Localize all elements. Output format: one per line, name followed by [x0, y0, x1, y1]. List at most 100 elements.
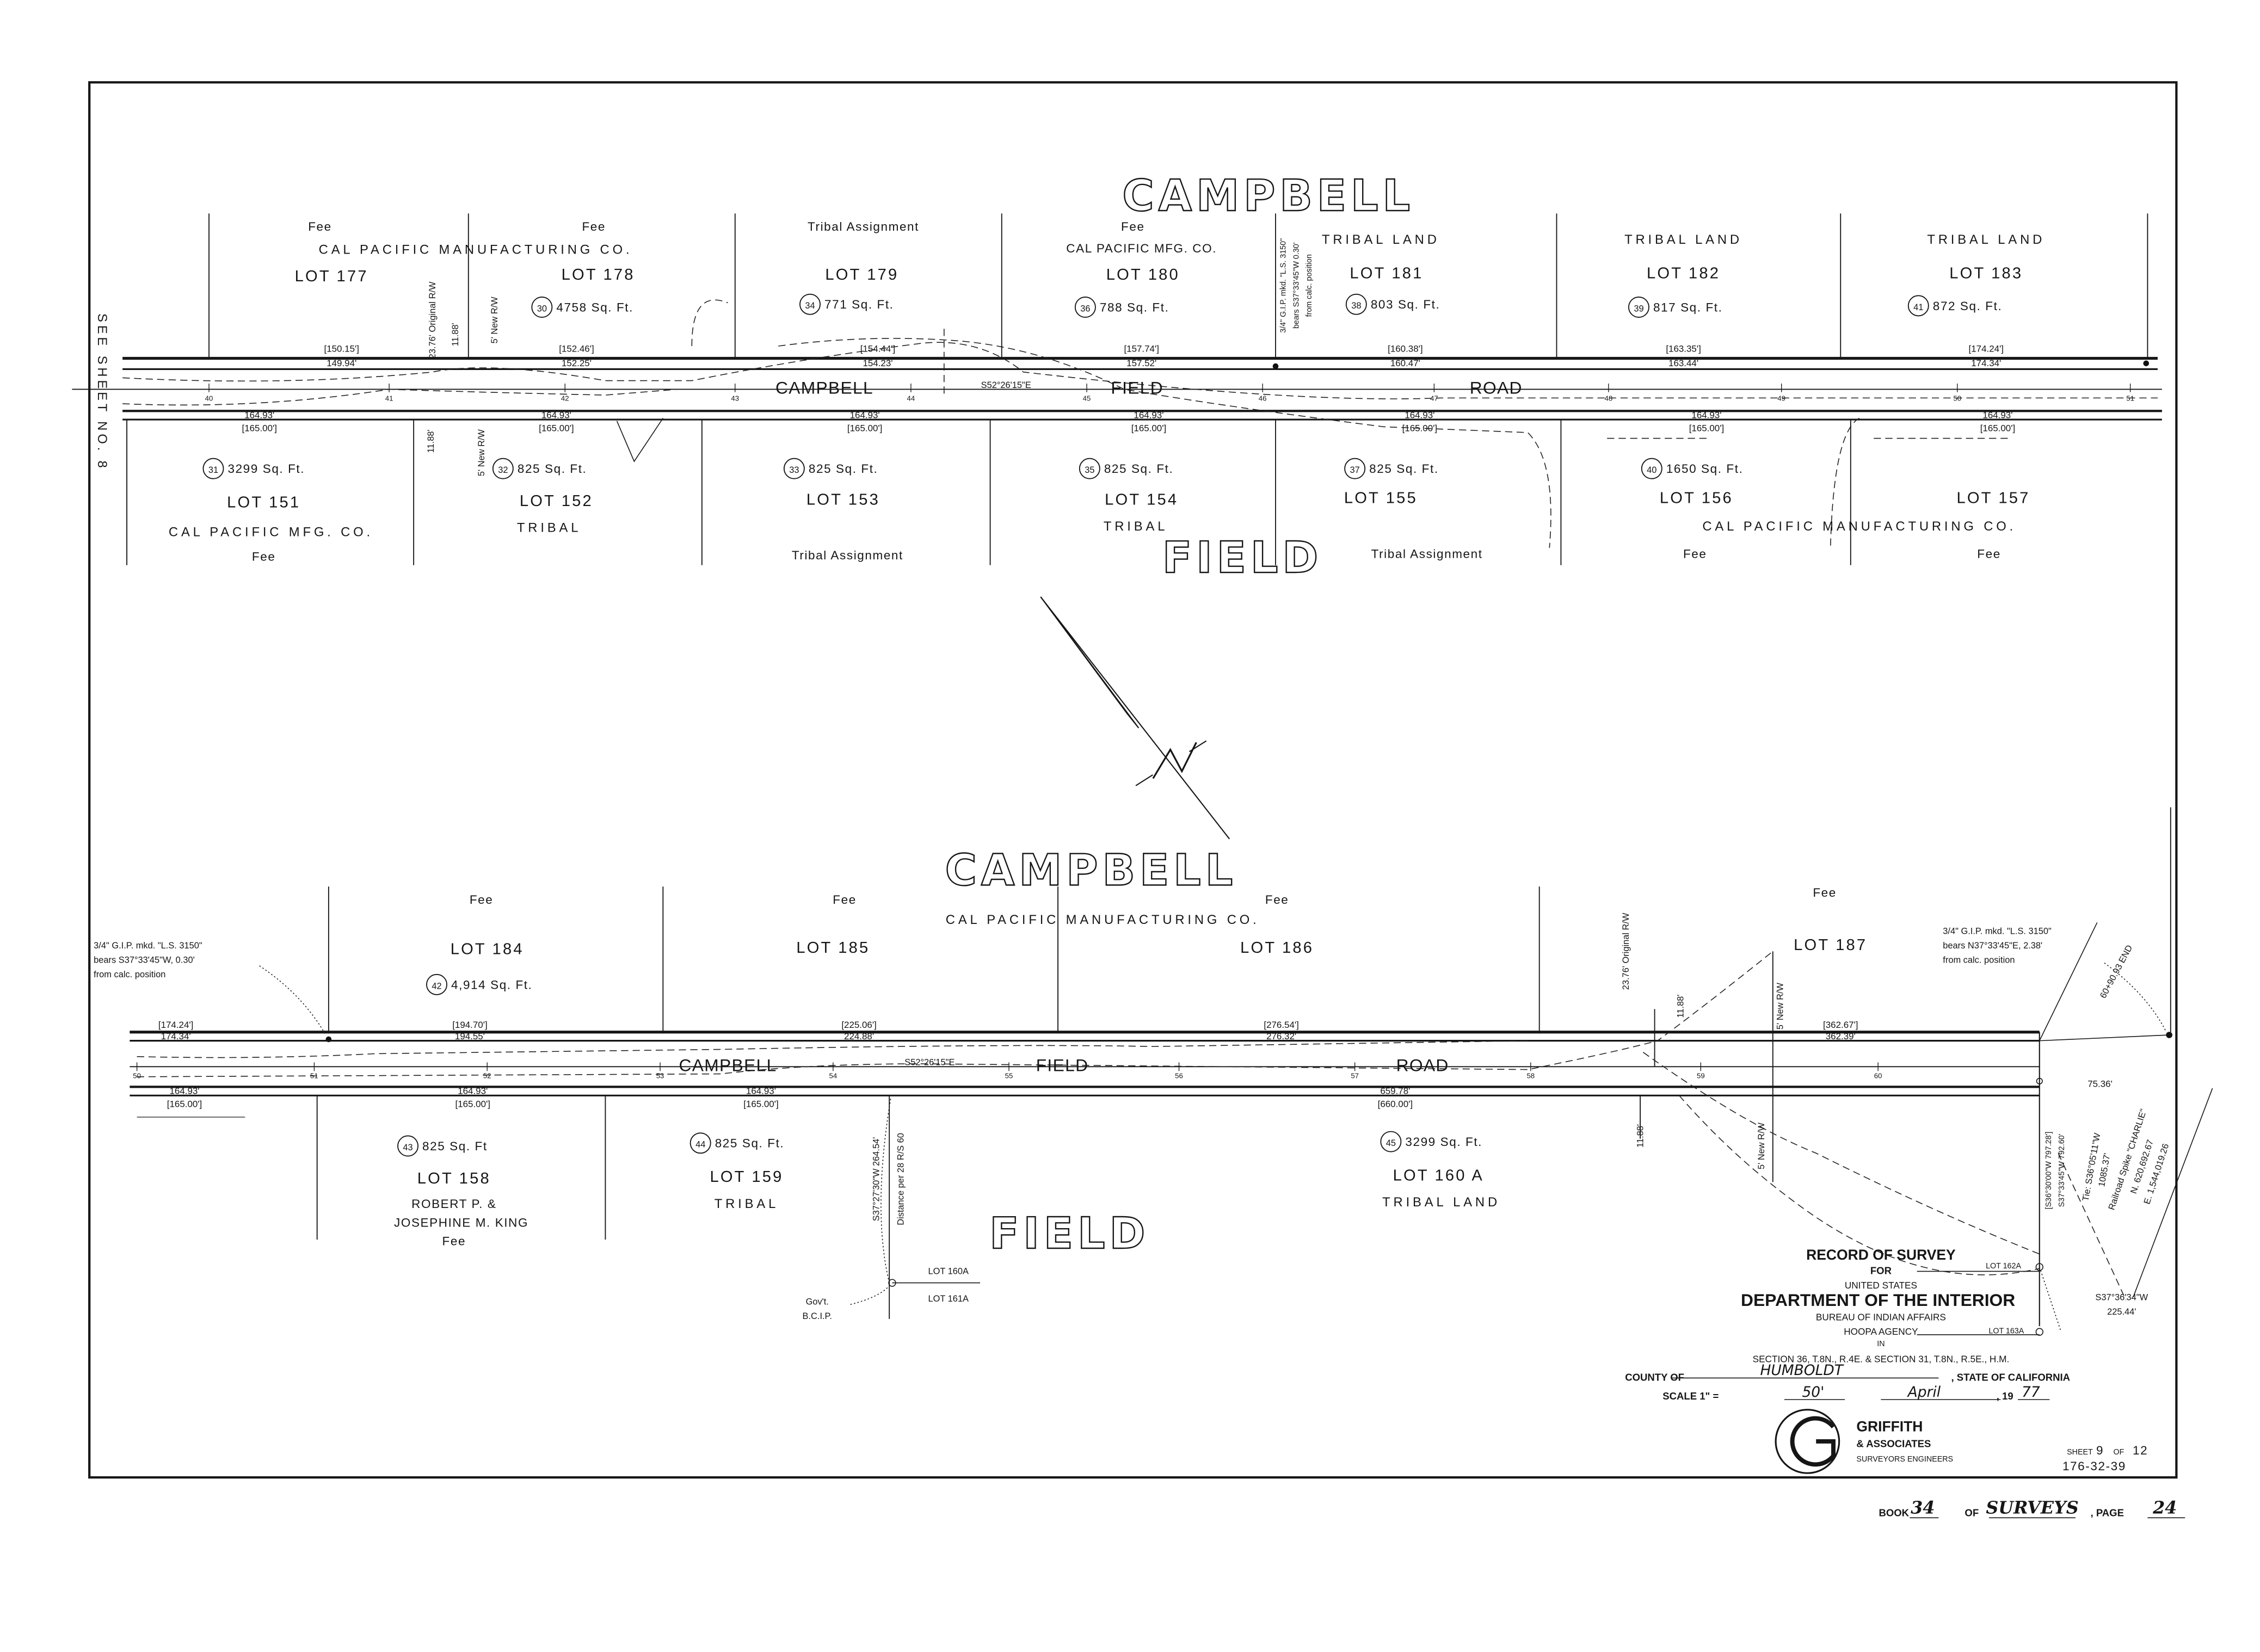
frontage-record: [165.00'] — [743, 1099, 778, 1109]
parcel-area: 771 Sq. Ft. — [824, 298, 894, 311]
parcel-area: 825 Sq. Ft. — [518, 462, 587, 476]
right-of-way-note: 5' New R/W — [477, 429, 487, 476]
course-bearing: S37°36'34"W — [2095, 1292, 2148, 1302]
parcel-number: 35 — [1085, 465, 1094, 475]
frontage-record: [165.00'] — [242, 423, 277, 433]
lot-status: Fee — [833, 893, 857, 907]
page-number: 24 — [2152, 1497, 2177, 1518]
owner-label: TRIBAL LAND — [1322, 232, 1440, 247]
street-name-title: FIELD — [989, 1208, 1149, 1259]
station-label: 49 — [1777, 394, 1785, 403]
parcel-number: 44 — [695, 1140, 705, 1150]
frontage-record: [165.00'] — [847, 423, 882, 433]
station-label: 45 — [1083, 394, 1091, 403]
owner-label: TRIBAL — [1104, 519, 1168, 534]
title-block-department: DEPARTMENT OF THE INTERIOR — [1741, 1290, 2015, 1310]
road-label: FIELD — [1036, 1055, 1089, 1075]
lot-status: Fee — [470, 893, 494, 907]
lot-number: LOT 179 — [825, 266, 898, 283]
firm-name: & ASSOCIATES — [1856, 1438, 1931, 1450]
parcel-area: 788 Sq. Ft. — [1100, 300, 1169, 314]
frontage-measured: 224.88' — [844, 1031, 874, 1041]
parcel-number-circle — [783, 458, 805, 479]
frontage-record: [157.74'] — [1124, 344, 1159, 354]
lot-number: LOT 154 — [1105, 491, 1178, 508]
parcel-number-circle — [492, 458, 514, 479]
county-label: COUNTY OF — [1625, 1372, 1684, 1383]
owner-label: TRIBAL LAND — [1927, 232, 2045, 247]
frontage-record: [165.00'] — [1402, 423, 1437, 433]
firm-name: GRIFFITH — [1856, 1418, 1923, 1434]
owner-label: JOSEPHINE M. KING — [394, 1216, 528, 1229]
station-label: 50 — [1953, 394, 1961, 403]
monument-note: bears S37°33'45"W 0.30' — [1292, 242, 1301, 329]
right-of-way-note: 5' New R/W — [1775, 983, 1785, 1030]
parcel-number: 45 — [1386, 1138, 1396, 1148]
lot-number: LOT 156 — [1660, 490, 1733, 507]
right-of-way-note: 11.88' — [1635, 1124, 1645, 1148]
frontage-measured: 164.93' — [1691, 410, 1721, 420]
station-label: 42 — [561, 394, 569, 403]
road-label: CAMPBELL — [679, 1055, 777, 1075]
owner-label: CAL PACIFIC MANUFACTURING CO. — [946, 913, 1260, 927]
frontage-record: [165.00'] — [1689, 423, 1724, 433]
lot-number: LOT 184 — [451, 941, 524, 958]
frontage-measured: 163.44' — [1668, 358, 1698, 368]
parcel-area: 825 Sq. Ft. — [1369, 462, 1439, 476]
parcel-number-circle — [426, 973, 447, 995]
lot-number: LOT 182 — [1647, 265, 1720, 282]
street-name-title: CAMPBELL — [945, 845, 1237, 896]
parcel-area: 872 Sq. Ft. — [1933, 299, 2003, 313]
station-label: 57 — [1351, 1072, 1359, 1080]
lot-status: Tribal Assignment — [808, 220, 919, 233]
owner-label: CAL PACIFIC MFG. CO. — [1066, 242, 1217, 255]
east-line-measured: S37°33'45"W 792.60' — [2058, 1133, 2066, 1207]
street-name-title: CAMPBELL — [1122, 170, 1414, 221]
frontage-measured: 164.93' — [850, 410, 880, 420]
road-bearing: S52°26'15"E — [981, 380, 1031, 390]
road-bearing: S52°26'15"E — [904, 1058, 955, 1068]
station-label: 52 — [483, 1072, 491, 1080]
owner-label: ROBERT P. & — [411, 1197, 496, 1211]
parcel-number: 36 — [1080, 304, 1090, 313]
parcel-number-circle — [531, 297, 553, 318]
parcel-area: 825 Sq. Ft — [422, 1139, 488, 1153]
lot-number: LOT 155 — [1344, 490, 1418, 507]
right-of-way-note: 23.76' Original R/W — [1621, 913, 1631, 990]
frontage-record: [154.44'] — [860, 344, 895, 354]
right-of-way-note: 5' New R/W — [1757, 1122, 1766, 1169]
frontage-record: [362.67'] — [1823, 1020, 1858, 1030]
county-value: HUMBOLDT — [1760, 1362, 1844, 1379]
lot-number: LOT 151 — [227, 494, 300, 511]
frontage-measured: 164.93' — [1982, 410, 2012, 420]
frontage-measured: 276.32' — [1266, 1031, 1296, 1041]
scale-label: SCALE 1" = — [1662, 1390, 1719, 1402]
station-label: 46 — [1259, 394, 1267, 403]
lot-number: LOT 185 — [796, 939, 870, 957]
sheet-border — [88, 81, 2178, 1479]
parcel-number: 33 — [789, 465, 799, 475]
owner-label: CAL PACIFIC MANUFACTURING CO. — [1702, 519, 2016, 534]
lot-number: LOT 158 — [417, 1170, 491, 1187]
title-block-text: UNITED STATES — [1845, 1280, 1917, 1291]
lot-status: Tribal Assignment — [792, 548, 903, 562]
lot-number: LOT 177 — [295, 268, 368, 285]
lot-status: Fee — [1813, 886, 1837, 899]
station-label: 51 — [310, 1072, 318, 1080]
lot-number: LOT 186 — [1240, 939, 1314, 957]
frontage-record: [163.35'] — [1666, 344, 1701, 354]
road-label: CAMPBELL — [775, 378, 873, 397]
frontage-record: [165.00'] — [1131, 423, 1166, 433]
frontage-record: [165.00'] — [1980, 423, 2015, 433]
sheet-of: OF — [2114, 1448, 2124, 1457]
parcel-number: 42 — [432, 981, 441, 991]
parcel-number: 32 — [498, 465, 508, 475]
frontage-measured: 149.94' — [327, 358, 356, 368]
survey-year-prefix: , 19 — [1997, 1390, 2013, 1402]
sheet-number: 9 — [2096, 1444, 2104, 1457]
station-label: 51 — [2126, 394, 2134, 403]
lot-status: Fee — [1977, 547, 2001, 560]
lot-number: LOT 162A — [1986, 1262, 2021, 1271]
station-label: 53 — [656, 1072, 664, 1080]
road-label: FIELD — [1111, 378, 1163, 397]
